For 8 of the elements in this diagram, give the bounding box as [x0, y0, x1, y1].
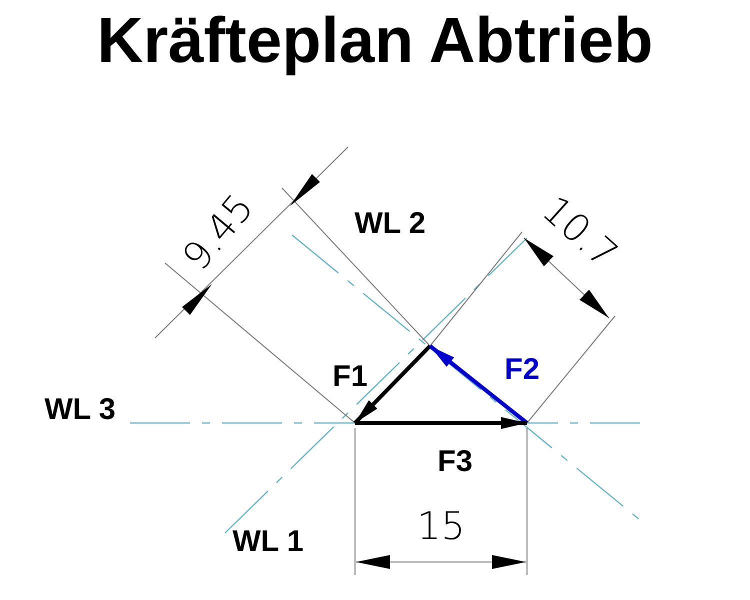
- force-label: F3: [438, 447, 472, 477]
- line-of-action-label: WL 1: [232, 527, 304, 557]
- dimension-value: 10.7: [536, 190, 624, 274]
- dimension-value: 15: [416, 507, 466, 545]
- force-label: F1: [332, 362, 368, 392]
- force-label: F2: [504, 355, 540, 385]
- line-of-action-label: WL 2: [354, 209, 426, 239]
- line-of-action-label: WL 3: [44, 395, 116, 425]
